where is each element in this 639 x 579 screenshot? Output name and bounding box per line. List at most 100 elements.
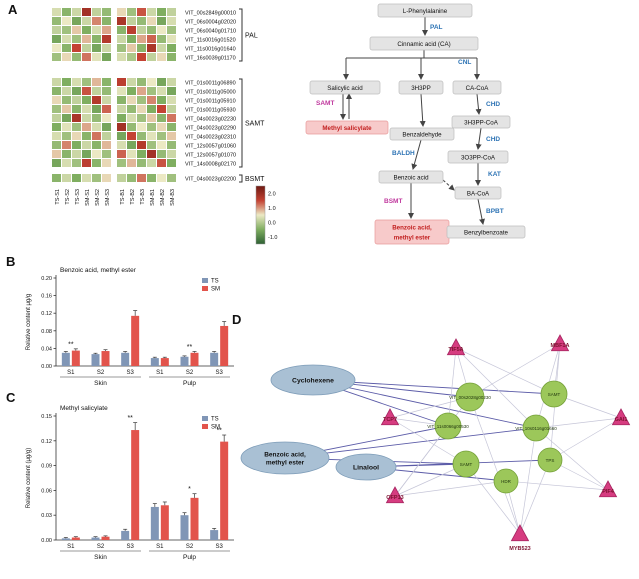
scale-tick-label: 0.0: [268, 220, 276, 226]
tf-node-label: OFP13: [386, 495, 403, 501]
heatmap-cell: [127, 44, 136, 52]
heatmap-cell: [62, 105, 71, 113]
pathway-arrow: [475, 127, 482, 150]
sig-mark: **: [127, 415, 133, 422]
heatmap-cell: [157, 35, 166, 43]
heatmap-cell: [127, 87, 136, 95]
tf-node-label: MBF1A: [551, 343, 570, 349]
heatmap-cell: [62, 174, 71, 182]
enzyme-group-label: PAL: [245, 33, 258, 40]
heatmap-cell: [52, 8, 61, 16]
heatmap-cell: [52, 35, 61, 43]
heatmap-cell: [52, 132, 61, 140]
heatmap-cell: [147, 114, 156, 122]
network-edge: [469, 396, 521, 535]
y-tick-label: 0.04: [41, 346, 52, 352]
network-edge: [535, 427, 609, 491]
legend-label: TS: [211, 417, 219, 423]
network-edge: [312, 379, 537, 429]
heatmap-cell: [82, 26, 91, 34]
heatmap-cell: [82, 35, 91, 43]
x-tick-label: S1: [67, 370, 75, 376]
legend-swatch: [202, 424, 208, 429]
pathway-label: 3H3PP-CoA: [464, 119, 499, 126]
gene-node-label: TPS: [546, 458, 555, 463]
y-tick-label: 0.15: [41, 414, 52, 420]
pathway-label: Benzylbenzoate: [464, 229, 509, 236]
pathway-box-bb: [446, 225, 526, 239]
gene-node-label: VIT_00s2028g00230: [449, 395, 491, 400]
heatmap-cell: [167, 114, 176, 122]
heatmap-cell: [127, 17, 136, 25]
heatmap-cell: [82, 141, 91, 149]
heatmap-cell: [72, 96, 81, 104]
heatmap-cell: [52, 53, 61, 61]
heatmap-cell: [157, 132, 166, 140]
network-edge: [519, 427, 537, 535]
heatmap-cell: [147, 8, 156, 16]
heatmap-cell: [92, 96, 101, 104]
gene-node: [455, 382, 485, 412]
pathway-label: Benzoic acid,: [392, 225, 432, 232]
heatmap-cell: [72, 159, 81, 167]
bar-SM: [131, 315, 140, 366]
gene-node: [493, 468, 519, 494]
heatmap-cell: [117, 8, 126, 16]
column-label: TS-B1: [120, 189, 126, 205]
x-tick-label: S3: [215, 370, 223, 376]
pathway-label: Methyl salicylate: [322, 125, 372, 132]
heatmap-cell: [137, 44, 146, 52]
heatmap-cell: [82, 44, 91, 52]
heatmap-cell: [102, 132, 111, 140]
heatmap-cell: [72, 8, 81, 16]
network-edge: [535, 417, 622, 429]
heatmap-cell: [102, 44, 111, 52]
heatmap-cell: [52, 174, 61, 182]
y-axis-title: Relative content (μg/g): [26, 448, 32, 509]
heatmap-cell: [147, 35, 156, 43]
legend-label: TS: [211, 279, 219, 285]
heatmap-cell: [137, 159, 146, 167]
heatmap-cell: [117, 35, 126, 43]
heatmap-cell: [102, 174, 111, 182]
heatmap-cell: [137, 105, 146, 113]
pathway-label: Benzaldehyde: [402, 131, 442, 138]
heatmap-cell: [137, 87, 146, 95]
heatmap-cell: [62, 35, 71, 43]
heatmap-cell: [72, 150, 81, 158]
network-edge: [455, 347, 555, 395]
heatmap-cell: [82, 8, 91, 16]
heatmap-cell: [52, 141, 61, 149]
heatmap-cell: [92, 174, 101, 182]
heatmap-cell: [72, 53, 81, 61]
heatmap-cell: [147, 17, 156, 25]
gene-label: VIT_00s2849g00010: [185, 11, 236, 17]
pathway-box-ca: [369, 36, 479, 51]
network-edge: [389, 417, 467, 465]
heatmap-cell: [127, 114, 136, 122]
pathway-box-o3ppcoa: [447, 150, 509, 164]
enzyme-group-label: BSMT: [245, 176, 265, 183]
heatmap-cell: [92, 35, 101, 43]
heatmap-cell: [82, 17, 91, 25]
enzyme-label: BPBT: [486, 208, 504, 215]
pathway-box-h3ppcoa: [451, 115, 511, 129]
heatmap-cell: [82, 87, 91, 95]
gene-node: [540, 380, 568, 408]
legend-swatch: [202, 278, 208, 283]
gene-label: VIT_01s0011g06890: [185, 81, 236, 87]
heatmap-cell: [92, 8, 101, 16]
gene-label: VIT_04s0023g02230: [185, 117, 236, 123]
heatmap-cell: [102, 8, 111, 16]
heatmap-cell: [127, 96, 136, 104]
scale-tick-label: 2.0: [268, 191, 276, 197]
metabolite-label: Benzoic acid,: [264, 452, 306, 459]
heatmap-cell: [117, 96, 126, 104]
heatmap-cell: [102, 150, 111, 158]
column-label: SM-S3: [105, 189, 111, 206]
sig-mark: **: [68, 341, 74, 348]
pathway-label: Cinnamic acid (CA): [397, 41, 450, 48]
heatmap-cell: [137, 17, 146, 25]
panel-c-label: C: [6, 390, 16, 405]
